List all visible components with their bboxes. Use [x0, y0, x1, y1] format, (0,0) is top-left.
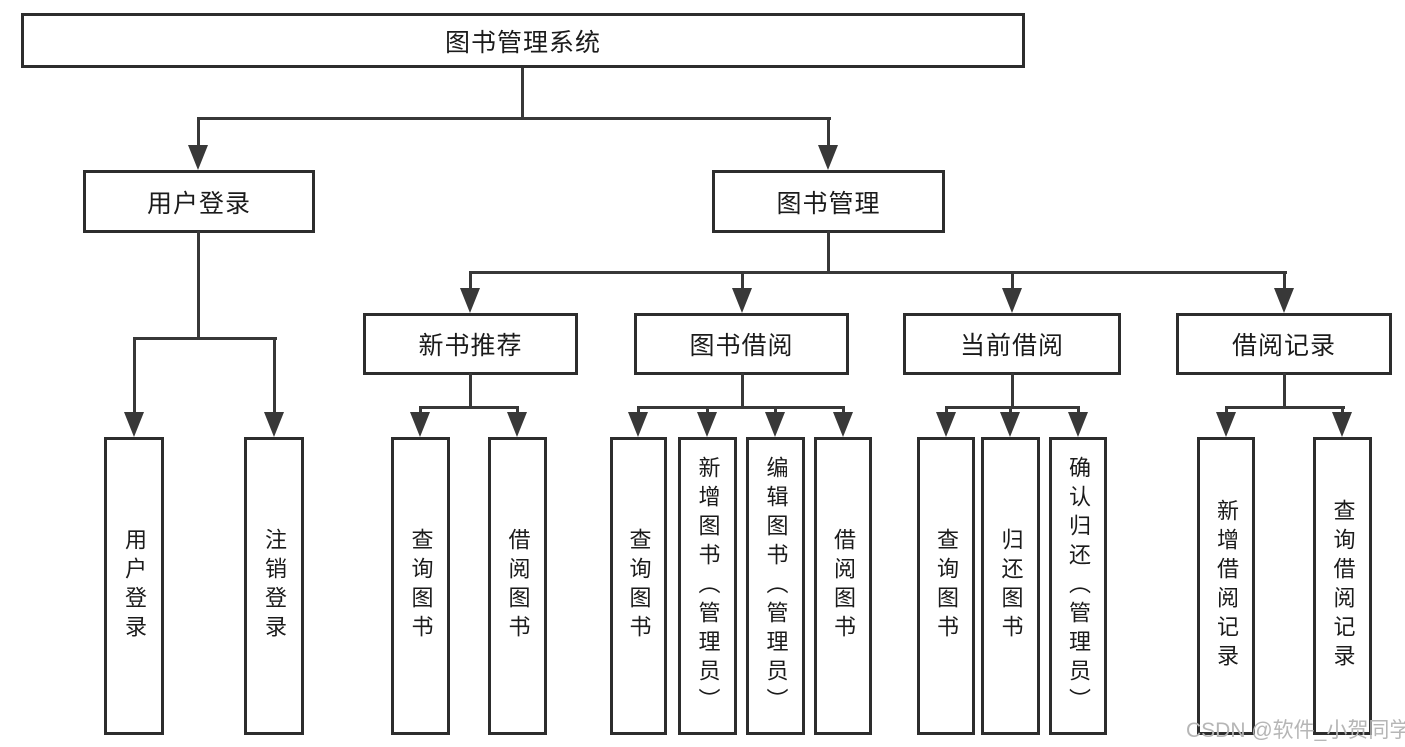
- leaf-label: 借阅图书: [505, 528, 531, 644]
- connector-bookmgmt-stub: [741, 271, 744, 291]
- arrowhead-down-icon: [264, 412, 284, 437]
- node-label: 新书推荐: [418, 332, 523, 360]
- connector-current-stub: [1009, 406, 1012, 414]
- arrowhead-down-icon: [188, 145, 208, 170]
- leaf-label: 查询图书: [408, 528, 434, 644]
- node-label: 用户登录: [146, 189, 251, 218]
- leaf-query-books-borrowing: 查询图书: [610, 437, 667, 735]
- leaf-logout: 注销登录: [244, 437, 304, 735]
- leaf-edit-book-admin: 编辑图书（管理员）: [746, 437, 805, 735]
- leaf-query-borrow-record: 查询借阅记录: [1313, 437, 1372, 735]
- connector-borrowing-stub: [774, 406, 777, 414]
- connector-bookmgmt-stub: [1011, 271, 1014, 291]
- arrowhead-down-icon: [507, 412, 527, 437]
- node-label: 图书管理: [776, 189, 881, 218]
- connector-userlogin-vline: [197, 231, 200, 338]
- leaf-label: 确认归还（管理员）: [1066, 455, 1091, 717]
- arrowhead-down-icon: [1216, 412, 1236, 437]
- watermark: CSDN @软件_小贺同学: [1186, 719, 1405, 742]
- node-user-login: 用户登录: [83, 170, 315, 233]
- connector-records-vline: [1283, 373, 1286, 408]
- leaf-borrow-books-recommend: 借阅图书: [488, 437, 547, 735]
- connector-root-right-stub: [827, 117, 830, 148]
- arrowhead-down-icon: [765, 412, 785, 437]
- leaf-label: 注销登录: [262, 528, 287, 644]
- arrowhead-down-icon: [124, 412, 144, 437]
- leaf-label: 用户登录: [122, 528, 147, 644]
- arrowhead-down-icon: [1274, 288, 1294, 313]
- node-book-management: 图书管理: [712, 170, 945, 233]
- connector-borrowing-stub: [706, 406, 709, 414]
- arrowhead-down-icon: [628, 412, 648, 437]
- leaf-confirm-return-admin: 确认归还（管理员）: [1049, 437, 1107, 735]
- node-library-management-system: 图书管理系统: [21, 13, 1025, 68]
- leaf-label: 查询图书: [934, 528, 959, 644]
- connector-recommend-vline: [469, 373, 472, 408]
- node-label: 图书管理系统: [444, 28, 601, 57]
- connector-userlogin-right-stub: [273, 337, 276, 415]
- arrowhead-down-icon: [460, 288, 480, 313]
- leaf-label: 借阅图书: [831, 528, 856, 644]
- connector-current-stub: [1077, 406, 1080, 414]
- node-borrowing-records: 借阅记录: [1176, 313, 1392, 375]
- connector-borrowing-hline: [637, 406, 845, 409]
- arrowhead-down-icon: [1332, 412, 1352, 437]
- connector-recommend-stub: [419, 406, 422, 414]
- arrowhead-down-icon: [818, 145, 838, 170]
- leaf-add-book-admin: 新增图书（管理员）: [678, 437, 737, 735]
- connector-borrowing-stub: [842, 406, 845, 414]
- connector-current-vline: [1011, 373, 1014, 408]
- connector-root-left-stub: [197, 117, 200, 148]
- connector-root-vline: [521, 68, 524, 119]
- node-book-borrowing: 图书借阅: [634, 313, 849, 375]
- arrowhead-down-icon: [1068, 412, 1088, 437]
- leaf-label: 编辑图书（管理员）: [763, 455, 789, 717]
- connector-bookmgmt-hline: [469, 271, 1287, 274]
- connector-current-hline: [945, 406, 1080, 409]
- leaf-return-book: 归还图书: [981, 437, 1040, 735]
- node-label: 图书借阅: [689, 332, 794, 360]
- arrowhead-down-icon: [732, 288, 752, 313]
- connector-recommend-hline: [419, 406, 519, 409]
- leaf-label: 查询图书: [626, 528, 652, 644]
- connector-userlogin-left-stub: [133, 337, 136, 415]
- arrowhead-down-icon: [936, 412, 956, 437]
- node-current-borrowing: 当前借阅: [903, 313, 1121, 375]
- arrowhead-down-icon: [833, 412, 853, 437]
- leaf-label: 新增借阅记录: [1214, 499, 1239, 673]
- connector-bookmgmt-stub: [469, 271, 472, 291]
- connector-bookmgmt-stub: [1283, 271, 1286, 291]
- connector-recommend-stub: [516, 406, 519, 414]
- connector-records-hline: [1225, 406, 1345, 409]
- connector-bookmgmt-vline: [827, 231, 830, 274]
- arrowhead-down-icon: [410, 412, 430, 437]
- leaf-label: 新增图书（管理员）: [695, 455, 721, 717]
- arrowhead-down-icon: [1002, 288, 1022, 313]
- leaf-query-books-recommend: 查询图书: [391, 437, 450, 735]
- node-new-book-recommendation: 新书推荐: [363, 313, 578, 375]
- connector-records-stub: [1341, 406, 1344, 414]
- connector-root-hline: [197, 117, 831, 120]
- connector-borrowing-stub: [637, 406, 640, 414]
- node-label: 借阅记录: [1231, 332, 1336, 360]
- connector-userlogin-hline: [133, 337, 277, 340]
- leaf-user-login: 用户登录: [104, 437, 164, 735]
- leaf-label: 查询借阅记录: [1330, 499, 1356, 673]
- connector-current-stub: [945, 406, 948, 414]
- leaf-query-books-current: 查询图书: [917, 437, 975, 735]
- leaf-add-borrow-record: 新增借阅记录: [1197, 437, 1255, 735]
- node-label: 当前借阅: [959, 332, 1064, 360]
- arrowhead-down-icon: [1000, 412, 1020, 437]
- connector-borrowing-vline: [741, 373, 744, 408]
- leaf-label: 归还图书: [998, 528, 1024, 644]
- connector-records-stub: [1225, 406, 1228, 414]
- arrowhead-down-icon: [697, 412, 717, 437]
- leaf-borrow-books: 借阅图书: [814, 437, 872, 735]
